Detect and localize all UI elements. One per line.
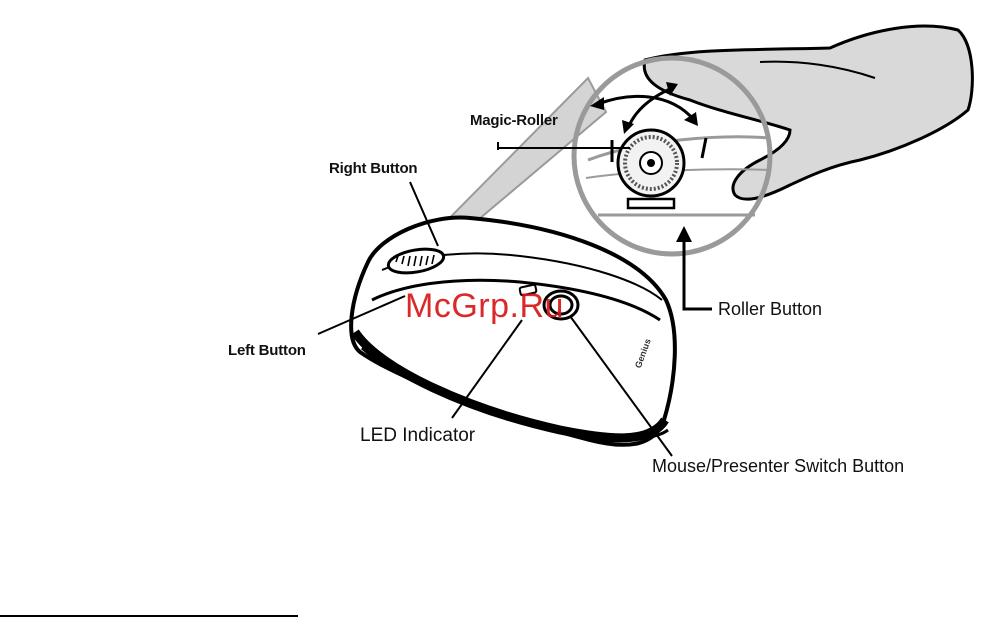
right-button-label: Right Button [329, 161, 417, 176]
magic-roller-label: Magic-Roller [470, 113, 558, 128]
watermark-text: McGrp.Ru [405, 289, 564, 323]
roller-spin-arrow [628, 88, 672, 128]
switch-button-label: Mouse/Presenter Switch Button [652, 457, 904, 475]
roller-button-arrowhead [676, 226, 692, 242]
magic-roller-center [647, 159, 655, 167]
roller-tilt-arrow [598, 96, 694, 120]
roller-side-mark-right [702, 138, 706, 158]
roller-button-label: Roller Button [718, 300, 822, 318]
led-indicator-label: LED Indicator [360, 426, 475, 445]
left-button-label: Left Button [228, 343, 306, 358]
hand-illustration [644, 26, 972, 199]
roller-stand [628, 199, 674, 208]
footnote-rule [0, 615, 298, 617]
